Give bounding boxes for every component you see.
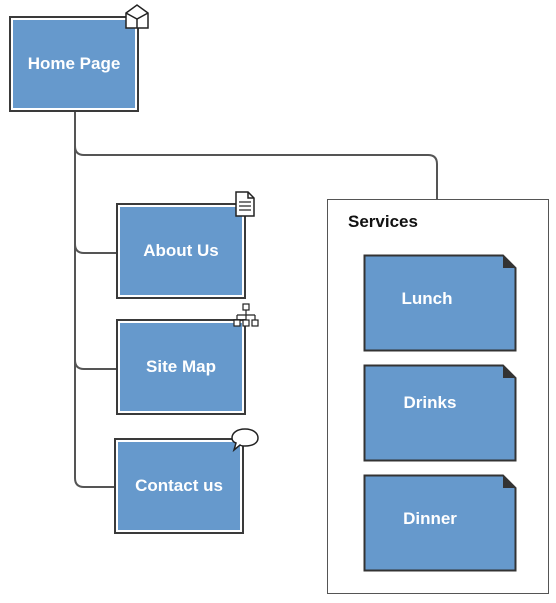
connector-trunk: [74, 112, 116, 488]
connector-services: [74, 145, 438, 199]
dinner-label: Dinner: [403, 509, 457, 528]
about-us-label: About Us: [143, 241, 219, 260]
connector-about-us: [74, 243, 116, 254]
contact-us-label: Contact us: [135, 476, 223, 495]
services-title: Services: [348, 212, 418, 231]
home-page-node[interactable]: Home Page: [9, 16, 139, 112]
about-us-node[interactable]: About Us: [116, 203, 246, 299]
connector-site-map: [74, 359, 116, 370]
lunch-shape: [363, 254, 517, 352]
drinks-shape: [363, 364, 517, 462]
contact-us-node[interactable]: Contact us: [114, 438, 244, 534]
speech-bubble-icon: [231, 428, 259, 452]
site-map-node[interactable]: Site Map: [116, 319, 246, 415]
lunch-label: Lunch: [401, 289, 453, 308]
drinks-label: Drinks: [403, 393, 457, 412]
drinks-node[interactable]: Drinks: [363, 364, 517, 462]
dinner-shape: [363, 474, 517, 572]
lunch-node[interactable]: Lunch: [363, 254, 517, 352]
site-map-label: Site Map: [146, 357, 216, 376]
sitemap-icon: [233, 303, 259, 327]
document-icon: [235, 191, 255, 217]
home-page-label: Home Page: [27, 54, 121, 73]
dinner-node[interactable]: Dinner: [363, 474, 517, 572]
home-icon: [125, 4, 149, 29]
